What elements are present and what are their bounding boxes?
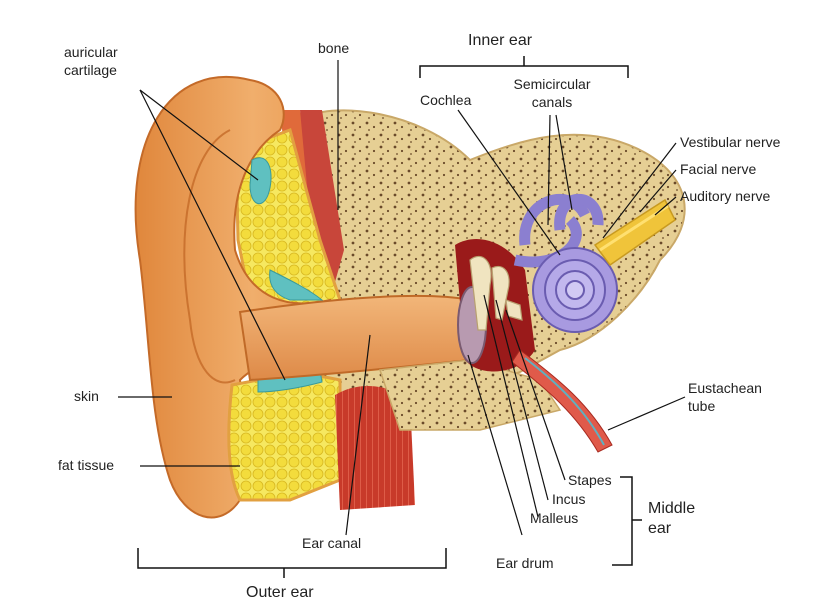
eustachean-tube-lining: [524, 357, 605, 446]
cartilage-upper: [249, 157, 272, 205]
label-inner-ear: Inner ear: [468, 32, 533, 49]
label-middle-ear-1: Middle: [648, 500, 696, 517]
label-eustachean-2: tube: [688, 398, 716, 414]
cartilage-mid: [269, 269, 324, 301]
outer-ear-bracket: [137, 548, 447, 569]
incus-bone: [491, 266, 510, 321]
label-fat-tissue: fat tissue: [58, 457, 115, 473]
cochlea-spiral: [532, 247, 618, 333]
middle-ear-bracket: [612, 476, 633, 566]
head-muscle-strip: [300, 110, 344, 300]
auricle-fold: [183, 129, 236, 384]
leader-lines: [118, 60, 686, 536]
label-incus: Incus: [552, 491, 586, 507]
label-ear-drum: Ear drum: [496, 555, 554, 571]
label-eustachean-1: Eustachean: [688, 380, 762, 396]
eustachean-tube: [511, 349, 613, 453]
label-semicircular-1: Semicircular: [513, 76, 591, 92]
label-facial-nerve: Facial nerve: [680, 161, 757, 177]
malleus-bone: [469, 255, 492, 331]
label-vestibular-nerve: Vestibular nerve: [680, 134, 781, 150]
label-auditory-nerve: Auditory nerve: [680, 188, 771, 204]
label-outer-ear: Outer ear: [246, 584, 314, 601]
nerve-bundle: [593, 198, 676, 267]
fat-tissue-lower: [227, 370, 342, 502]
label-auricular-cartilage-2: cartilage: [64, 62, 117, 78]
label-auricular-cartilage-1: auricular: [64, 44, 118, 60]
label-cochlea: Cochlea: [420, 92, 472, 108]
label-bone: bone: [318, 40, 350, 56]
label-malleus: Malleus: [530, 510, 579, 526]
brackets: [137, 56, 642, 578]
label-semicircular-2: canals: [531, 94, 573, 110]
label-ear-canal: Ear canal: [302, 535, 362, 551]
stapes-bone: [505, 299, 523, 321]
label-skin: skin: [74, 388, 99, 404]
label-middle-ear-2: ear: [648, 520, 672, 537]
label-stapes: Stapes: [568, 472, 612, 488]
